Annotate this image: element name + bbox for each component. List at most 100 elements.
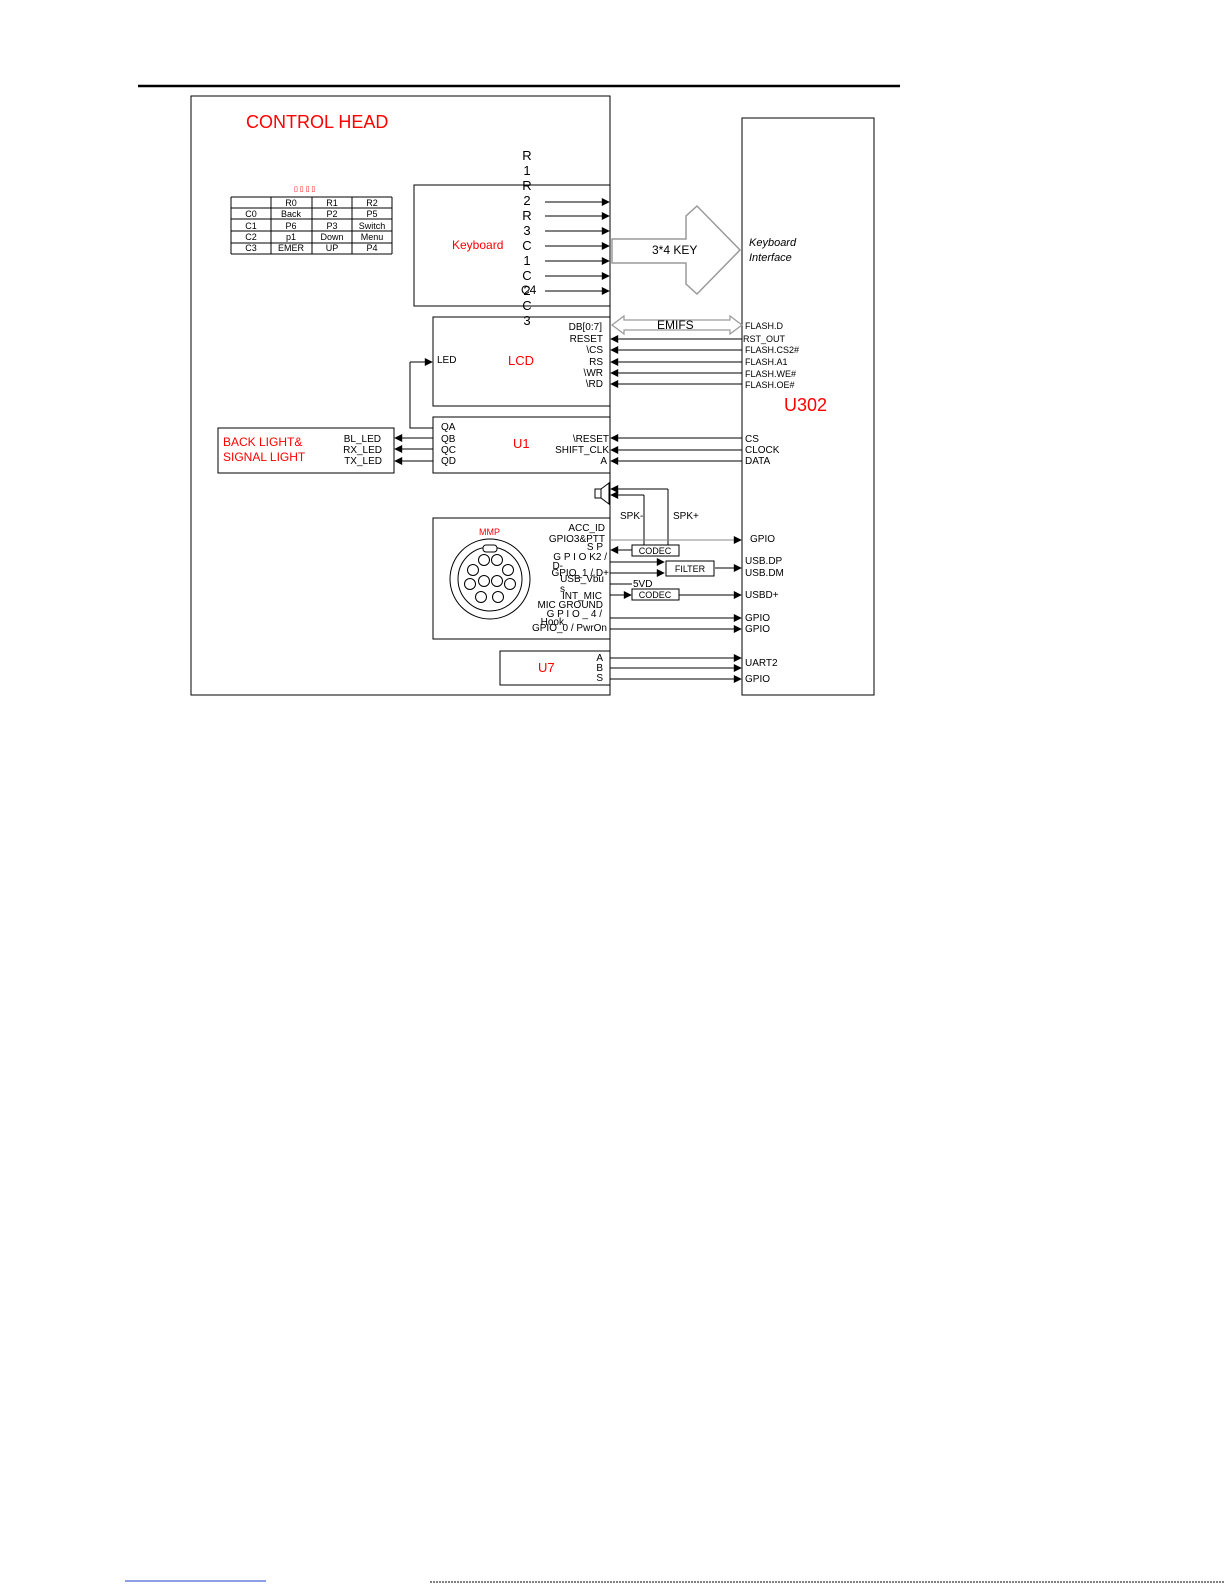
svg-text:\WR: \WR — [584, 368, 603, 379]
svg-text:CLOCK: CLOCK — [745, 445, 780, 456]
svg-text:GPIO_0 / PwrOn: GPIO_0 / PwrOn — [532, 623, 607, 634]
svg-text:G P I O K2 /: G P I O K2 / — [553, 552, 607, 563]
u302-gpio-acc: GPIO — [750, 534, 775, 545]
key-cell: UP — [326, 243, 339, 253]
backlight-box — [217, 427, 395, 474]
keyboard-interface-label-1: Keyboard — [749, 237, 797, 249]
svg-text:C: C — [522, 238, 531, 253]
codec-top-label: CODEC — [639, 546, 672, 556]
svg-text:S P: S P — [587, 542, 603, 553]
keyboard-interface-label-2: Interface — [749, 252, 792, 264]
lcd-signal-arrows — [610, 335, 742, 388]
u1-signal-arrows — [610, 434, 742, 465]
keyboard-signal-arrows — [545, 198, 610, 295]
key-table-header-glyphs: ▯ ▯ ▯ ▯ — [294, 186, 315, 193]
u1-outputs: QA QB QC QD — [441, 422, 456, 467]
svg-text:\RESET: \RESET — [573, 434, 609, 445]
svg-text:RESET: RESET — [570, 334, 603, 345]
u1-inputs: \RESET SHIFT_CLK A — [555, 434, 609, 467]
key-cell: P4 — [366, 243, 377, 253]
key-cell: C0 — [245, 209, 257, 219]
control-head-title: CONTROL HEAD — [246, 112, 388, 132]
svg-text:SHIFT_CLK: SHIFT_CLK — [555, 445, 609, 456]
svg-text:QC: QC — [441, 445, 456, 456]
svg-text:FLASH.CS2#: FLASH.CS2# — [745, 345, 799, 355]
svg-text:INT_MIC: INT_MIC — [562, 591, 602, 602]
led-feedback-line — [409, 358, 433, 429]
backlight-label-1: BACK LIGHT& — [223, 435, 302, 449]
svg-text:DATA: DATA — [745, 456, 771, 467]
svg-text:RX_LED: RX_LED — [343, 445, 382, 456]
svg-text:1: 1 — [523, 163, 530, 178]
codec-bottom-label: CODEC — [639, 590, 672, 600]
key-cell: C1 — [245, 221, 257, 231]
codec-top-box — [631, 544, 680, 557]
svg-text:3: 3 — [523, 313, 530, 328]
key-cell: EMER — [278, 243, 305, 253]
u302-label: U302 — [784, 395, 827, 415]
svg-text:FLASH.WE#: FLASH.WE# — [745, 369, 796, 379]
svg-text:R: R — [522, 208, 531, 223]
key-cell: P3 — [326, 221, 337, 231]
key-cell: C3 — [245, 243, 257, 253]
svg-text:CS: CS — [745, 434, 759, 445]
keyboard-signal-letters: R 1 R 2 R 3 C 1 C 2 C 3 — [522, 148, 531, 328]
svg-text:TX_LED: TX_LED — [344, 456, 382, 467]
u302-box — [741, 117, 875, 696]
key-bus-label: 3*4 KEY — [652, 243, 697, 257]
u302-u1-pins: CS CLOCK DATA — [745, 434, 780, 467]
u302-usb-dm: USB.DM — [745, 568, 784, 579]
u302-lcd-pins: FLASH.D RST_OUT FLASH.CS2# FLASH.A1 FLAS… — [743, 321, 799, 390]
svg-text:BL_LED: BL_LED — [344, 434, 381, 445]
svg-text:R: R — [522, 178, 531, 193]
svg-text:\CS: \CS — [586, 345, 603, 356]
lcd-led-pin: LED — [437, 355, 456, 366]
svg-text:GPIO_1 / D+: GPIO_1 / D+ — [551, 568, 609, 579]
speaker-icon — [594, 482, 610, 505]
key-cell: C2 — [245, 232, 257, 242]
lcd-pins: DB[0:7] RESET \CS RS \WR \RD — [569, 322, 604, 390]
codec-bottom-box — [631, 588, 680, 601]
u302-gpio-mmp-1: GPIO — [745, 613, 770, 624]
key-bus-arrow — [611, 204, 742, 296]
svg-text:S: S — [596, 673, 603, 684]
svg-text:2: 2 — [523, 193, 530, 208]
svg-text:2: 2 — [523, 283, 530, 298]
backlight-pins: BL_LED RX_LED TX_LED — [343, 434, 382, 467]
svg-text:QB: QB — [441, 434, 456, 445]
key-col-header: R1 — [326, 198, 338, 208]
svg-text:D-: D- — [552, 561, 563, 572]
key-col-header: R2 — [366, 198, 378, 208]
u302-uart2: UART2 — [745, 658, 778, 669]
svg-text:FLASH.D: FLASH.D — [745, 321, 784, 331]
svg-text:A: A — [600, 456, 607, 467]
svg-text:R: R — [522, 148, 531, 163]
backlight-label-2: SIGNAL LIGHT — [223, 450, 306, 464]
spk-plus-label: SPK+ — [673, 511, 699, 522]
mmp-label: MMP — [479, 527, 500, 537]
speaker-wires — [610, 485, 669, 545]
key-cell: Switch — [359, 221, 386, 231]
keyboard-box — [413, 184, 611, 307]
keyboard-c4-label: C4 — [521, 283, 537, 297]
u302-usb-dp: USB.DP — [745, 556, 783, 567]
svg-text:RS: RS — [589, 357, 603, 368]
svg-text:QD: QD — [441, 456, 456, 467]
svg-text:C: C — [522, 298, 531, 313]
lcd-label: LCD — [508, 353, 534, 368]
spk-minus-label: SPK- — [620, 511, 643, 522]
svg-text:s: s — [560, 584, 565, 595]
u302-gpio-mmp-2: GPIO — [745, 624, 770, 635]
svg-text:QA: QA — [441, 422, 456, 433]
mmp-signal-arrows — [610, 536, 742, 633]
u7-signal-arrows — [610, 654, 742, 683]
key-cell: Menu — [361, 232, 384, 242]
u302-usbd-plus: USBD+ — [745, 590, 779, 601]
svg-text:MIC GROUND: MIC GROUND — [537, 600, 603, 611]
emifs-bus-arrow — [611, 314, 743, 336]
filter-box — [665, 560, 715, 577]
u7-label: U7 — [538, 660, 555, 675]
svg-text:DB[0:7]: DB[0:7] — [569, 322, 603, 333]
emifs-label: EMIFS — [657, 318, 694, 332]
